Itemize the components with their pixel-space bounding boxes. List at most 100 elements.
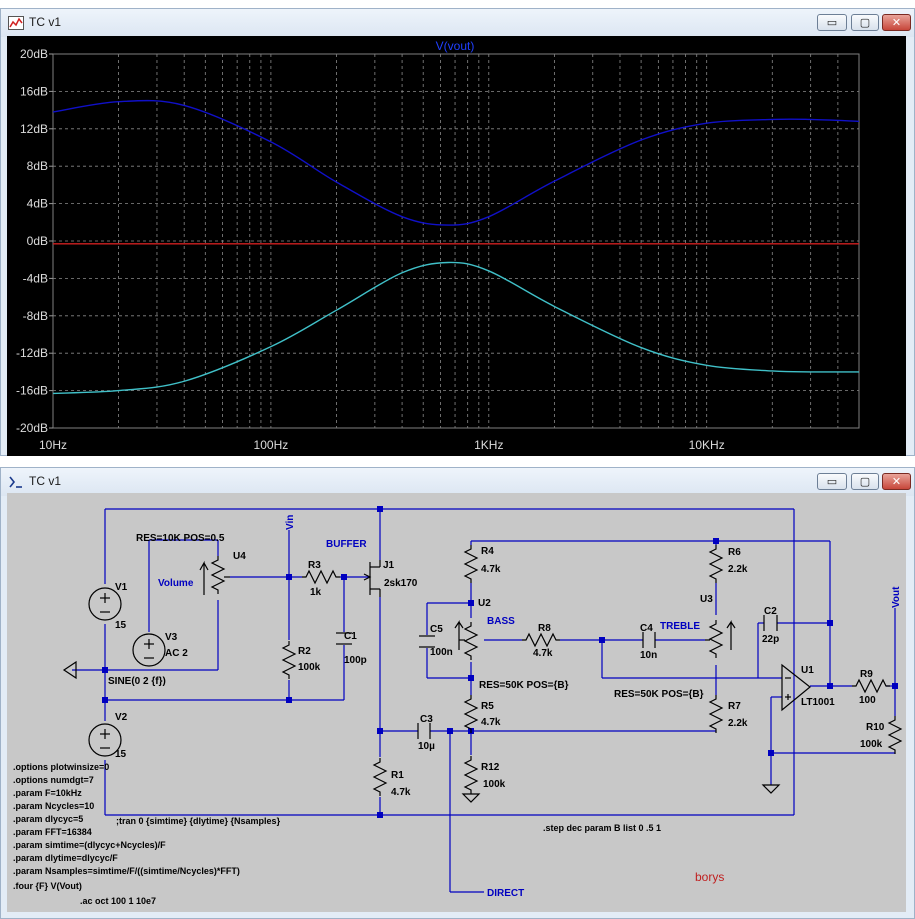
svg-text:100n: 100n: [430, 647, 453, 658]
x-tick-label: 10Hz: [39, 438, 67, 452]
schematic-wires: [72, 508, 896, 893]
svg-text:1k: 1k: [310, 587, 322, 598]
schematic-canvas[interactable]: [7, 493, 906, 912]
plot-window-title: TC v1: [29, 15, 62, 29]
svg-text:4.7k: 4.7k: [533, 648, 553, 659]
svg-text:R5: R5: [481, 701, 494, 712]
x-tick-label: 100Hz: [254, 438, 289, 452]
svg-text:.param Nsamples=simtime/F/((si: .param Nsamples=simtime/F/((simtime/Ncyc…: [13, 866, 240, 876]
spice-directives[interactable]: .options plotwinsize=0 .options numdgt=7…: [13, 762, 661, 906]
svg-text:DIRECT: DIRECT: [487, 888, 524, 899]
svg-text:R2: R2: [298, 646, 311, 657]
svg-text:22p: 22p: [762, 634, 779, 645]
x-tick-label: 10KHz: [689, 438, 725, 452]
waveform-plot[interactable]: 20dB16dB12dB8dB4dB0dB-4dB-8dB-12dB-16dB-…: [0, 0, 915, 460]
svg-text:100k: 100k: [860, 739, 883, 750]
svg-text:AC 2: AC 2: [165, 648, 188, 659]
svg-text:.param simtime=(dlycyc+Ncycles: .param simtime=(dlycyc+Ncycles)/F: [13, 840, 166, 850]
svg-text:R9: R9: [860, 669, 873, 680]
svg-text:.four {F} V(Vout): .four {F} V(Vout): [13, 881, 82, 891]
svg-text:Vout: Vout: [891, 586, 902, 608]
y-tick-label: 0dB: [27, 234, 48, 248]
svg-text:2.2k: 2.2k: [728, 564, 748, 575]
svg-text:Vin: Vin: [285, 515, 296, 530]
plot-title[interactable]: V(vout): [436, 39, 475, 53]
author-label: borys: [695, 870, 724, 884]
series-line-0[interactable]: [52, 99, 860, 226]
schematic-icon: [9, 476, 22, 488]
schematic-window-title: TC v1: [29, 474, 62, 488]
svg-text:C5: C5: [430, 624, 443, 635]
svg-text:R8: R8: [538, 623, 551, 634]
svg-text:Volume: Volume: [158, 578, 194, 589]
svg-text:4.7k: 4.7k: [481, 564, 501, 575]
svg-text:.param FFT=16384: .param FFT=16384: [13, 827, 92, 837]
minimize-button[interactable]: ▭: [817, 14, 847, 31]
svg-text:R1: R1: [391, 770, 404, 781]
svg-text:R6: R6: [728, 547, 741, 558]
y-tick-label: 8dB: [27, 159, 48, 173]
close-button[interactable]: ✕: [882, 14, 911, 31]
svg-text:R4: R4: [481, 546, 494, 557]
plot-window-titlebar[interactable]: TC v1 ▭ ▢ ✕: [1, 9, 914, 37]
y-tick-label: -8dB: [23, 309, 48, 323]
wire-junctions: [102, 506, 898, 818]
svg-text:15: 15: [115, 749, 127, 760]
svg-text:.param F=10kHz: .param F=10kHz: [13, 788, 82, 798]
svg-text:C2: C2: [764, 606, 777, 617]
svg-text:U3: U3: [700, 594, 713, 605]
svg-text:.param dlytime=dlycyc/F: .param dlytime=dlycyc/F: [13, 853, 118, 863]
y-tick-label: -12dB: [16, 346, 48, 360]
svg-text:C4: C4: [640, 623, 653, 634]
svg-text:4.7k: 4.7k: [481, 717, 501, 728]
svg-text:V2: V2: [115, 712, 128, 723]
svg-text:U4: U4: [233, 551, 246, 562]
svg-text:.param dlycyc=5: .param dlycyc=5: [13, 814, 83, 824]
svg-text:100p: 100p: [344, 655, 367, 666]
schematic-window-titlebar[interactable]: TC v1 ▭ ▢ ✕: [1, 468, 914, 496]
y-tick-label: -16dB: [16, 384, 48, 398]
svg-text:10n: 10n: [640, 650, 657, 661]
svg-text:LT1001: LT1001: [801, 697, 835, 708]
svg-text:.ac oct 100 1 10e7: .ac oct 100 1 10e7: [80, 896, 156, 906]
svg-text:U1: U1: [801, 665, 814, 676]
x-tick-label: 1KHz: [474, 438, 503, 452]
svg-text:100k: 100k: [483, 779, 506, 790]
svg-text:SINE(0 2 {f}): SINE(0 2 {f}): [108, 676, 166, 687]
close-button[interactable]: ✕: [882, 473, 911, 490]
y-tick-label: 16dB: [20, 84, 48, 98]
maximize-button[interactable]: ▢: [851, 473, 879, 490]
schematic-components: [62, 544, 902, 803]
svg-text:2sk170: 2sk170: [384, 578, 418, 589]
y-tick-label: -20dB: [16, 421, 48, 435]
svg-text:RES=50K POS={B}: RES=50K POS={B}: [614, 689, 704, 700]
waveform-icon: [8, 16, 24, 30]
svg-text:BASS: BASS: [487, 616, 515, 627]
svg-text:100: 100: [859, 695, 876, 706]
svg-text:.options plotwinsize=0: .options plotwinsize=0: [13, 762, 109, 772]
svg-text:RES=50K POS={B}: RES=50K POS={B}: [479, 680, 569, 691]
svg-text:V1: V1: [115, 582, 128, 593]
svg-text:TREBLE: TREBLE: [660, 621, 700, 632]
svg-text:4.7k: 4.7k: [391, 787, 411, 798]
svg-text:;tran 0 {simtime} {dlytime} {N: ;tran 0 {simtime} {dlytime} {Nsamples}: [116, 816, 281, 826]
svg-text:J1: J1: [383, 560, 395, 571]
y-tick-label: 20dB: [20, 47, 48, 61]
y-tick-label: 12dB: [20, 122, 48, 136]
svg-text:RES=10K POS=0.5: RES=10K POS=0.5: [136, 533, 225, 544]
svg-text:15: 15: [115, 620, 127, 631]
svg-text:R12: R12: [481, 762, 500, 773]
net-labels: BUFFER Volume BASS TREBLE DIRECT Vin Vou…: [158, 515, 902, 899]
y-tick-label: -4dB: [23, 271, 48, 285]
minimize-button[interactable]: ▭: [817, 473, 847, 490]
svg-text:V3: V3: [165, 632, 178, 643]
svg-text:R10: R10: [866, 722, 885, 733]
svg-text:R7: R7: [728, 701, 741, 712]
svg-text:10µ: 10µ: [418, 741, 435, 752]
maximize-button[interactable]: ▢: [851, 14, 879, 31]
component-labels: V1 15 V2 15 V3 AC 2 U4 RES=10K POS=0.5 R…: [108, 533, 885, 798]
svg-text:C3: C3: [420, 714, 433, 725]
svg-text:C1: C1: [344, 631, 357, 642]
series-line-2[interactable]: [52, 261, 860, 395]
